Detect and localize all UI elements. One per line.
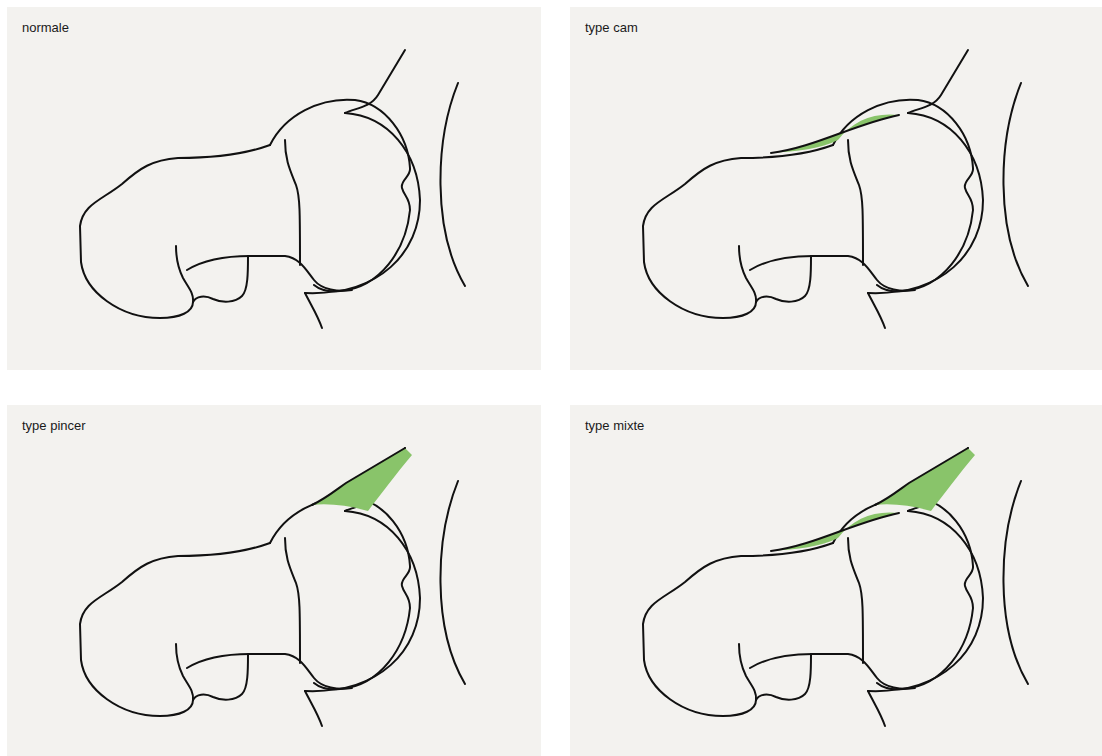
- hip-normal: [80, 50, 465, 328]
- panel-title: type pincer: [22, 418, 86, 434]
- figure-panel: type pincer: [7, 405, 541, 756]
- panel-ground: [7, 405, 541, 756]
- panel-ground: [570, 405, 1102, 756]
- figure-panel: normale: [7, 7, 541, 370]
- figure-panel: type mixte: [570, 405, 1102, 756]
- hip-mixed: [643, 448, 1028, 726]
- panel-title: type mixte: [585, 418, 644, 434]
- panel-ground: [570, 7, 1102, 370]
- panel-title: type cam: [585, 20, 638, 36]
- panel-title: normale: [22, 20, 69, 36]
- panel-ground: [7, 7, 541, 370]
- hip-pincer: [80, 448, 465, 726]
- figure-panel: type cam: [570, 7, 1102, 370]
- hip-cam: [643, 50, 1028, 328]
